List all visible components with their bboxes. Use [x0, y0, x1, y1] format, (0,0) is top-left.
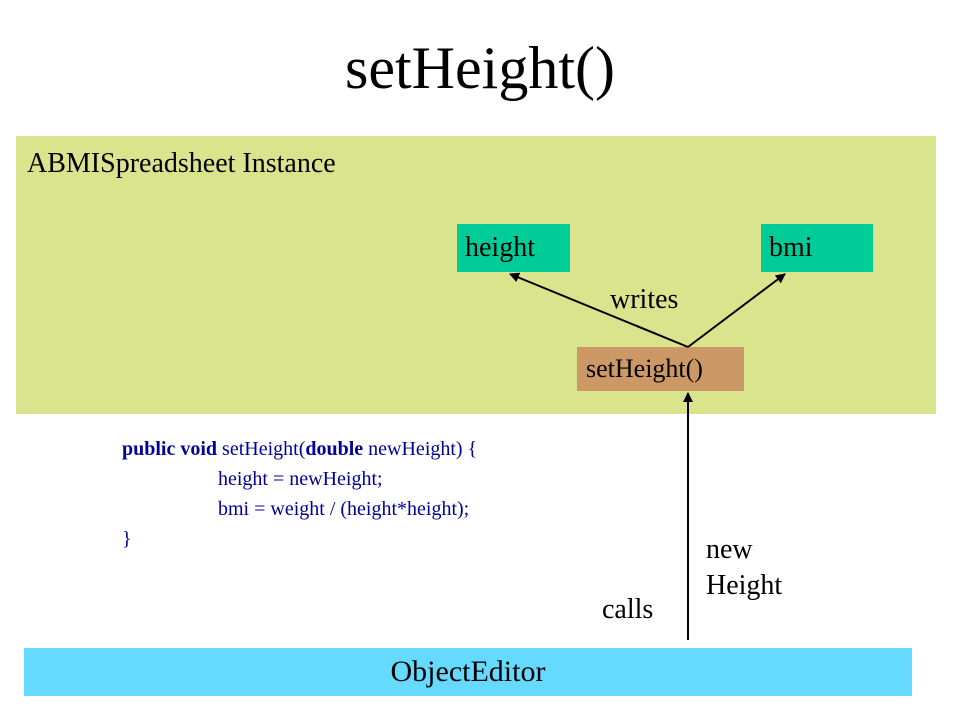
set-height-method-box: setHeight() — [577, 347, 744, 391]
code-keyword: public void — [122, 438, 218, 460]
writes-height-arrow — [509, 272, 689, 348]
slide-title: setHeight() — [345, 35, 615, 101]
bmi-field-box: bmi — [761, 224, 873, 272]
code-text: setHeight( — [217, 438, 306, 460]
height-field-box: height — [457, 224, 570, 272]
height-param-label: Height — [706, 570, 783, 601]
object-editor-box: ObjectEditor — [24, 648, 912, 696]
code-line-2: height = newHeight; — [218, 468, 383, 490]
code-line-3: bmi = weight / (height*height); — [218, 498, 470, 520]
calls-label: calls — [602, 594, 654, 625]
writes-bmi-arrow — [687, 273, 786, 348]
instance-label: ABMISpreadsheet Instance — [27, 148, 336, 179]
code-snippet: public void setHeight(double newHeight) … — [122, 434, 477, 554]
new-label: new — [706, 534, 753, 565]
code-line-4: } — [122, 528, 132, 550]
code-keyword: double — [305, 438, 364, 460]
code-line-1: public void setHeight(double newHeight) … — [122, 434, 477, 464]
code-text: newHeight) { — [363, 438, 478, 460]
writes-label: writes — [610, 284, 679, 315]
